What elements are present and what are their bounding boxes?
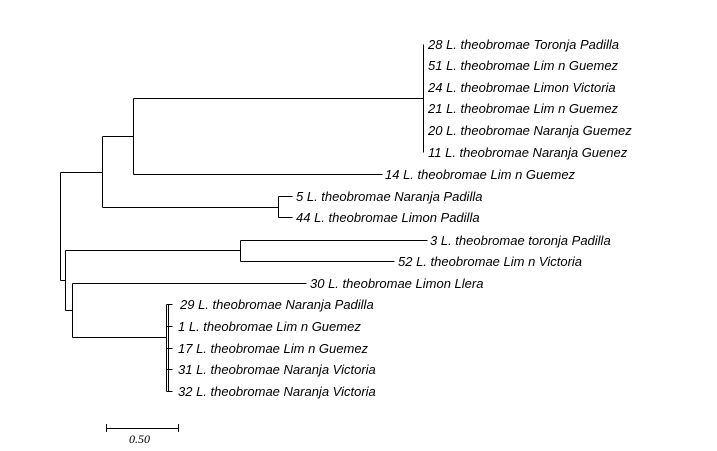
taxon-label: 51 L. theobromae Lim n Guemez xyxy=(428,58,619,73)
taxon-label: 31 L. theobromae Naranja Victoria xyxy=(178,362,376,377)
taxon-label: 30 L. theobromae Limon Llera xyxy=(310,276,483,291)
taxon-label: 21 L. theobromae Lim n Guemez xyxy=(427,101,619,116)
taxon-label: 11 L. theobromae Naranja Guenez xyxy=(428,145,628,160)
taxon-label: 17 L. theobromae Lim n Guemez xyxy=(178,341,369,356)
taxon-label: 28 L. theobromae Toronja Padilla xyxy=(427,37,619,52)
taxon-label: 32 L. theobromae Naranja Victoria xyxy=(178,384,376,399)
scale-bar-label: 0.50 xyxy=(129,432,150,446)
taxon-labels: 28 L. theobromae Toronja Padilla 51 L. t… xyxy=(178,37,632,399)
taxon-label: 20 L. theobromae Naranja Guemez xyxy=(427,123,632,138)
scale-bar: 0.50 xyxy=(106,424,179,446)
taxon-label: 52 L. theobromae Lim n Victoria xyxy=(398,254,582,269)
taxon-label: 29 L. theobromae Naranja Padilla xyxy=(179,297,374,312)
taxon-label: 24 L. theobromae Limon Victoria xyxy=(427,80,616,95)
tree-branches xyxy=(60,44,428,392)
taxon-label: 5 L. theobromae Naranja Padilla xyxy=(296,189,482,204)
taxon-label: 3 L. theobromae toronja Padilla xyxy=(430,233,611,248)
taxon-label: 1 L. theobromae Lim n Guemez xyxy=(178,319,361,334)
taxon-label: 14 L. theobromae Lim n Guemez xyxy=(385,167,576,182)
taxon-label: 44 L. theobromae Limon Padilla xyxy=(296,210,480,225)
